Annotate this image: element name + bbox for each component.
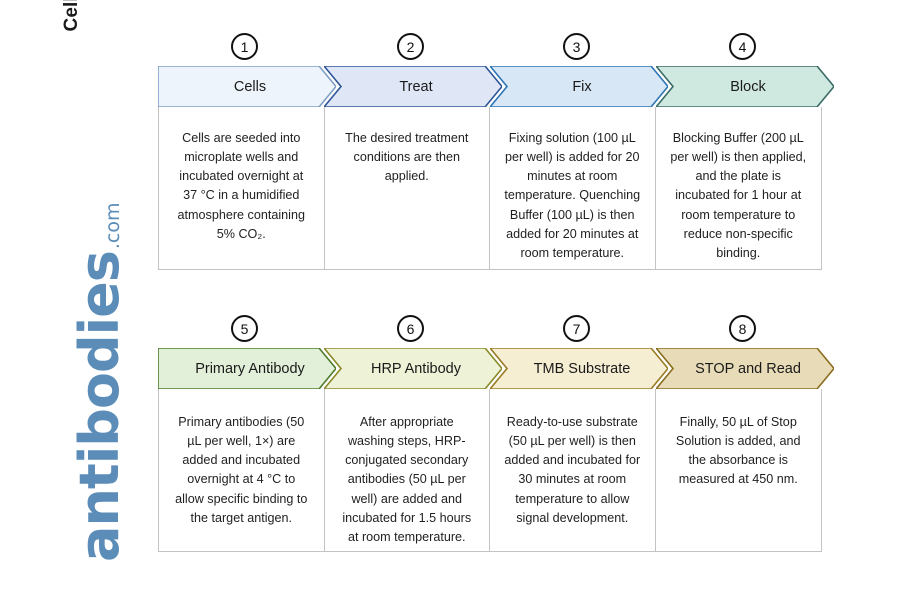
logo-brand-text: antibodies xyxy=(68,251,131,562)
chevron-shape-icon xyxy=(654,65,836,108)
step-number-badge-4: 4 xyxy=(729,33,756,60)
step-chevron-7[interactable]: TMB Substrate xyxy=(488,347,670,390)
step-header-band: Primary Antibody HRP Antibody TMB Substrat… xyxy=(157,347,840,390)
step-label: Block xyxy=(730,78,766,95)
step-number-badge-8: 8 xyxy=(729,315,756,342)
step-description-5: Primary antibodies (50 µL per well, 1×) … xyxy=(159,389,325,551)
antibodies-logo: antibodies .com xyxy=(63,202,131,562)
step-number-badge-6: 6 xyxy=(397,315,424,342)
step-label: STOP and Read xyxy=(695,360,801,377)
step-label: Primary Antibody xyxy=(195,360,305,377)
step-chevron-2[interactable]: Treat xyxy=(322,65,504,108)
step-chevron-5[interactable]: Primary Antibody xyxy=(157,347,338,390)
step-chevron-3[interactable]: Fix xyxy=(488,65,670,108)
chevron-shape-icon xyxy=(322,65,504,108)
chevron-shape-icon xyxy=(488,65,670,108)
chevron-shape-icon xyxy=(654,347,836,390)
step-number-badge-2: 2 xyxy=(397,33,424,60)
step-chevron-1[interactable]: Cells xyxy=(157,65,338,108)
step-number-badge-3: 3 xyxy=(563,33,590,60)
step-number-badge-5: 5 xyxy=(231,315,258,342)
step-label: Treat xyxy=(399,78,433,95)
chevron-shape-icon xyxy=(322,347,504,390)
step-label: Fix xyxy=(572,78,592,95)
step-description-6: After appropriate washing steps, HRP-con… xyxy=(325,389,490,551)
step-header-band: Cells Treat Fix Block xyxy=(157,65,840,108)
step-label: Cells xyxy=(233,78,267,95)
step-description-7: Ready-to-use substrate (50 µL per well) … xyxy=(490,389,656,551)
step-description-1: Cells are seeded into microplate wells a… xyxy=(159,107,325,269)
step-number-badge-1: 1 xyxy=(231,33,258,60)
step-number-badge-7: 7 xyxy=(563,315,590,342)
step-chevron-8[interactable]: STOP and Read xyxy=(654,347,836,390)
chevron-shape-icon xyxy=(157,347,338,390)
step-number-strip: 1 2 3 4 xyxy=(158,33,840,66)
step-description-4: Blocking Buffer (200 µL per well) is the… xyxy=(670,131,807,260)
step-description-2: The desired treatment conditions are the… xyxy=(325,107,490,269)
step-chevron-6[interactable]: HRP Antibody xyxy=(322,347,504,390)
page-title-line-2: Quick Protocol xyxy=(83,0,106,74)
logo-tld-text: .com xyxy=(102,202,124,250)
step-description-row: Primary antibodies (50 µL per well, 1×) … xyxy=(158,389,822,552)
chevron-shape-icon xyxy=(488,347,670,390)
step-number-strip: 5 6 7 8 xyxy=(158,315,840,348)
step-label: HRP Antibody xyxy=(370,360,461,377)
step-description-3: Fixing solution (100 µL per well) is add… xyxy=(490,107,656,269)
step-chevron-4[interactable]: Block xyxy=(654,65,836,108)
step-description-8: Finally, 50 µL of Stop Solution is added… xyxy=(675,415,801,487)
chevron-shape-icon xyxy=(157,65,338,108)
step-label: TMB Substrate xyxy=(533,360,631,377)
page-title-line-1: Cell Based ELISA Kits xyxy=(60,0,83,74)
page-title: Cell Based ELISA Kits Quick Protocol xyxy=(55,0,111,74)
step-description-row: Cells are seeded into microplate wells a… xyxy=(158,107,822,270)
